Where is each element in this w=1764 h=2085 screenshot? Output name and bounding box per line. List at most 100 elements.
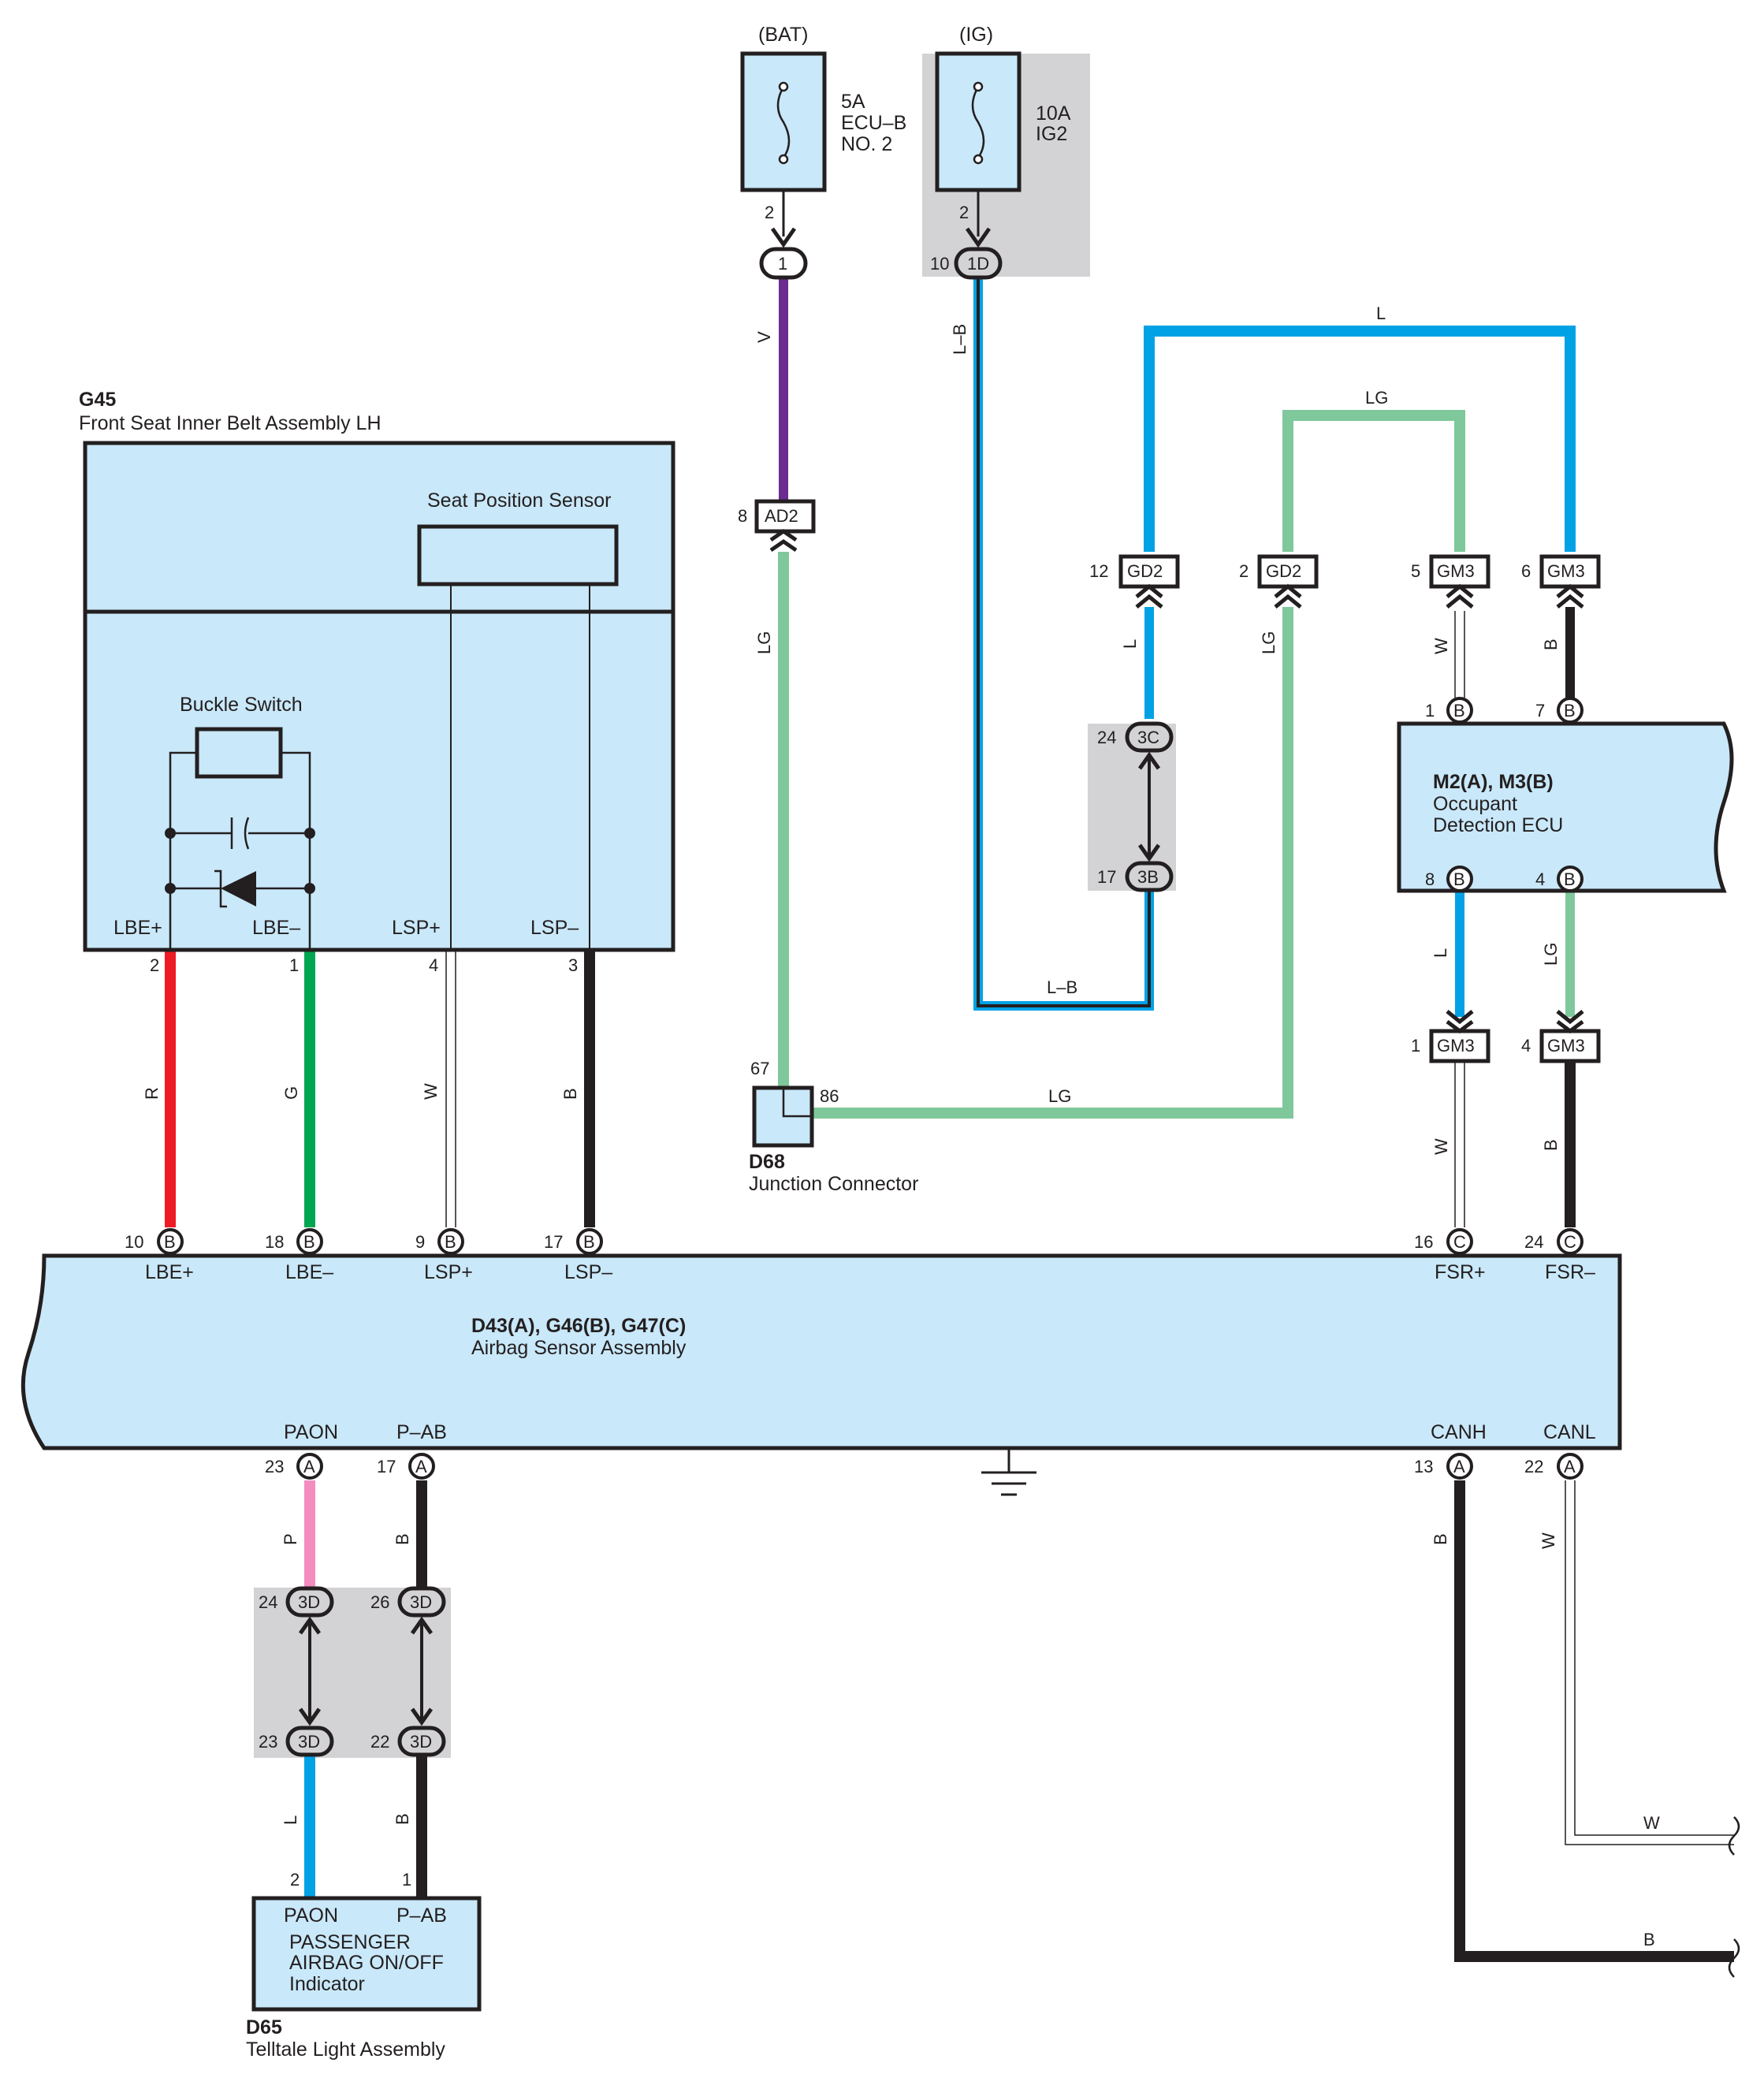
- g45-name: Front Seat Inner Belt Assembly LH: [79, 412, 381, 434]
- bat-pin: 2: [765, 203, 774, 222]
- ecu-name-2: Detection ECU: [1433, 814, 1563, 836]
- d65-desc-3: Indicator: [289, 1973, 365, 1995]
- ecu-top-conn-2: B: [1564, 701, 1576, 720]
- ab-bot-num-1: 23: [265, 1457, 284, 1476]
- gm3b-pin: 6: [1521, 561, 1531, 581]
- c3d2-name: 3D: [410, 1592, 432, 1612]
- ab-bot-term-2: P–AB: [396, 1421, 447, 1443]
- ig-fuse-2: IG2: [1036, 123, 1067, 145]
- conn-1: [759, 247, 808, 280]
- d68-pin-top: 67: [750, 1059, 769, 1078]
- d65-code: D65: [246, 2016, 282, 2038]
- gm3a-name: GM3: [1437, 561, 1475, 581]
- wl-w-canl-h: W: [1643, 1813, 1660, 1833]
- ab-bot-num-4: 22: [1524, 1457, 1543, 1476]
- wl-lb-v: L–B: [950, 324, 969, 355]
- gm3b-name: GM3: [1547, 561, 1585, 581]
- gm3d-name: GM3: [1547, 1036, 1585, 1056]
- wire-lg-d68-gd2: [812, 607, 1293, 1119]
- ab-top-num-4: 17: [544, 1232, 563, 1252]
- wire-break-b: [1728, 1938, 1740, 1978]
- ab-top-term-3: LSP+: [424, 1261, 473, 1283]
- g45-term-2: LBE–: [252, 917, 300, 939]
- ab-bot-num-2: 17: [377, 1457, 396, 1476]
- wl-b-lsp: B: [560, 1088, 580, 1100]
- ecu-top-pin-1: 1: [1425, 701, 1435, 720]
- g45-term-1: LBE+: [114, 917, 162, 939]
- wl-b-canh-h: B: [1643, 1930, 1655, 1949]
- ab-top-term-5: FSR+: [1435, 1261, 1486, 1283]
- conn-1d: [954, 247, 1003, 280]
- wl-lg-d68: LG: [1048, 1086, 1071, 1106]
- wl-l-ecu8: L: [1431, 948, 1450, 958]
- wl-l-gd2: L: [1120, 639, 1140, 649]
- c3d3-pin: 23: [259, 1732, 277, 1752]
- gm3a-pin: 5: [1411, 561, 1420, 581]
- wl-v: V: [754, 331, 774, 343]
- wl-w-gm3a: W: [1431, 638, 1451, 654]
- c3d3-name: 3D: [298, 1732, 320, 1752]
- wl-w-fsr: W: [1431, 1138, 1451, 1155]
- g45-pin-1: 2: [150, 955, 159, 975]
- gd2a-name: GD2: [1127, 561, 1163, 581]
- g45-pin-3: 4: [429, 955, 438, 975]
- conn-3c: [1125, 721, 1174, 753]
- ab-bot-conn-4: A: [1564, 1457, 1576, 1476]
- conn-3d3: [285, 1726, 334, 1757]
- d65-desc-2: AIRBAG ON/OFF: [289, 1952, 444, 1974]
- conn-gm3b: [1539, 554, 1601, 609]
- gd2b-name: GD2: [1266, 561, 1301, 581]
- gd2a-pin: 12: [1089, 561, 1108, 581]
- gm3d-pin: 4: [1521, 1036, 1531, 1056]
- wl-lg-ecu4: LG: [1541, 943, 1561, 966]
- ecu-bot-pin-2: 4: [1535, 869, 1545, 889]
- d65-term-1: PAON: [284, 1904, 338, 1927]
- c3b-name: 3B: [1137, 867, 1159, 887]
- ecu-bot-pin-1: 8: [1425, 869, 1435, 889]
- conn-ad2: [754, 499, 816, 553]
- ig-conn: 1D: [967, 254, 989, 274]
- g45-term-3: LSP+: [392, 917, 441, 939]
- d65-box: [251, 1896, 482, 2012]
- c3b-pin: 17: [1097, 867, 1116, 887]
- c3c-name: 3C: [1137, 728, 1159, 747]
- gm3c-name: GM3: [1437, 1036, 1475, 1056]
- fuse-bat-symbol: [776, 86, 791, 158]
- wl-w-canl: W: [1539, 1532, 1558, 1549]
- wire-lb-stripe: [977, 277, 1151, 1007]
- wire-lg-loop: [1282, 410, 1465, 552]
- ab-bot-term-4: CANL: [1543, 1421, 1596, 1443]
- wl-p: P: [281, 1533, 300, 1545]
- airbag-assembly-box: [20, 1253, 1622, 1450]
- ab-top-term-2: LBE–: [285, 1261, 333, 1283]
- conn-gd2b: [1257, 554, 1319, 609]
- airbag-code: D43(A), G46(B), G47(C): [471, 1315, 686, 1337]
- ecu-bot-conn-2: B: [1564, 869, 1576, 889]
- wl-g: G: [281, 1086, 301, 1100]
- ecu-pins: [1446, 697, 1584, 892]
- wl-w-lsp: W: [421, 1083, 441, 1100]
- c3c-pin: 24: [1097, 728, 1116, 747]
- ab-top-conn-2: B: [303, 1232, 315, 1252]
- ad2-name: AD2: [765, 506, 798, 526]
- ad2-pin: 8: [738, 506, 747, 526]
- ab-top-num-3: 9: [415, 1232, 425, 1252]
- ab-top-num-5: 16: [1414, 1232, 1433, 1252]
- gm3c-pin: 1: [1411, 1036, 1420, 1056]
- gd2b-pin: 2: [1239, 561, 1249, 581]
- ab-top-conn-4: B: [583, 1232, 595, 1252]
- ab-bot-conn-1: A: [303, 1457, 315, 1476]
- wl-b-pab: B: [393, 1533, 412, 1545]
- d65-desc-1: PASSENGER: [289, 1931, 411, 1953]
- airbag-top-pins: [157, 1228, 1584, 1255]
- d68-code: D68: [749, 1151, 785, 1173]
- ab-top-conn-5: C: [1453, 1232, 1466, 1252]
- d68-name: Junction Connector: [749, 1173, 918, 1195]
- seat-position-sensor-box: [417, 524, 619, 586]
- wl-l-paon: L: [281, 1815, 300, 1825]
- wl-b-fsr: B: [1541, 1139, 1561, 1151]
- ab-bot-conn-3: A: [1453, 1457, 1465, 1476]
- d65-name: Telltale Light Assembly: [246, 2038, 445, 2061]
- ecu-bot-conn-1: B: [1453, 869, 1465, 889]
